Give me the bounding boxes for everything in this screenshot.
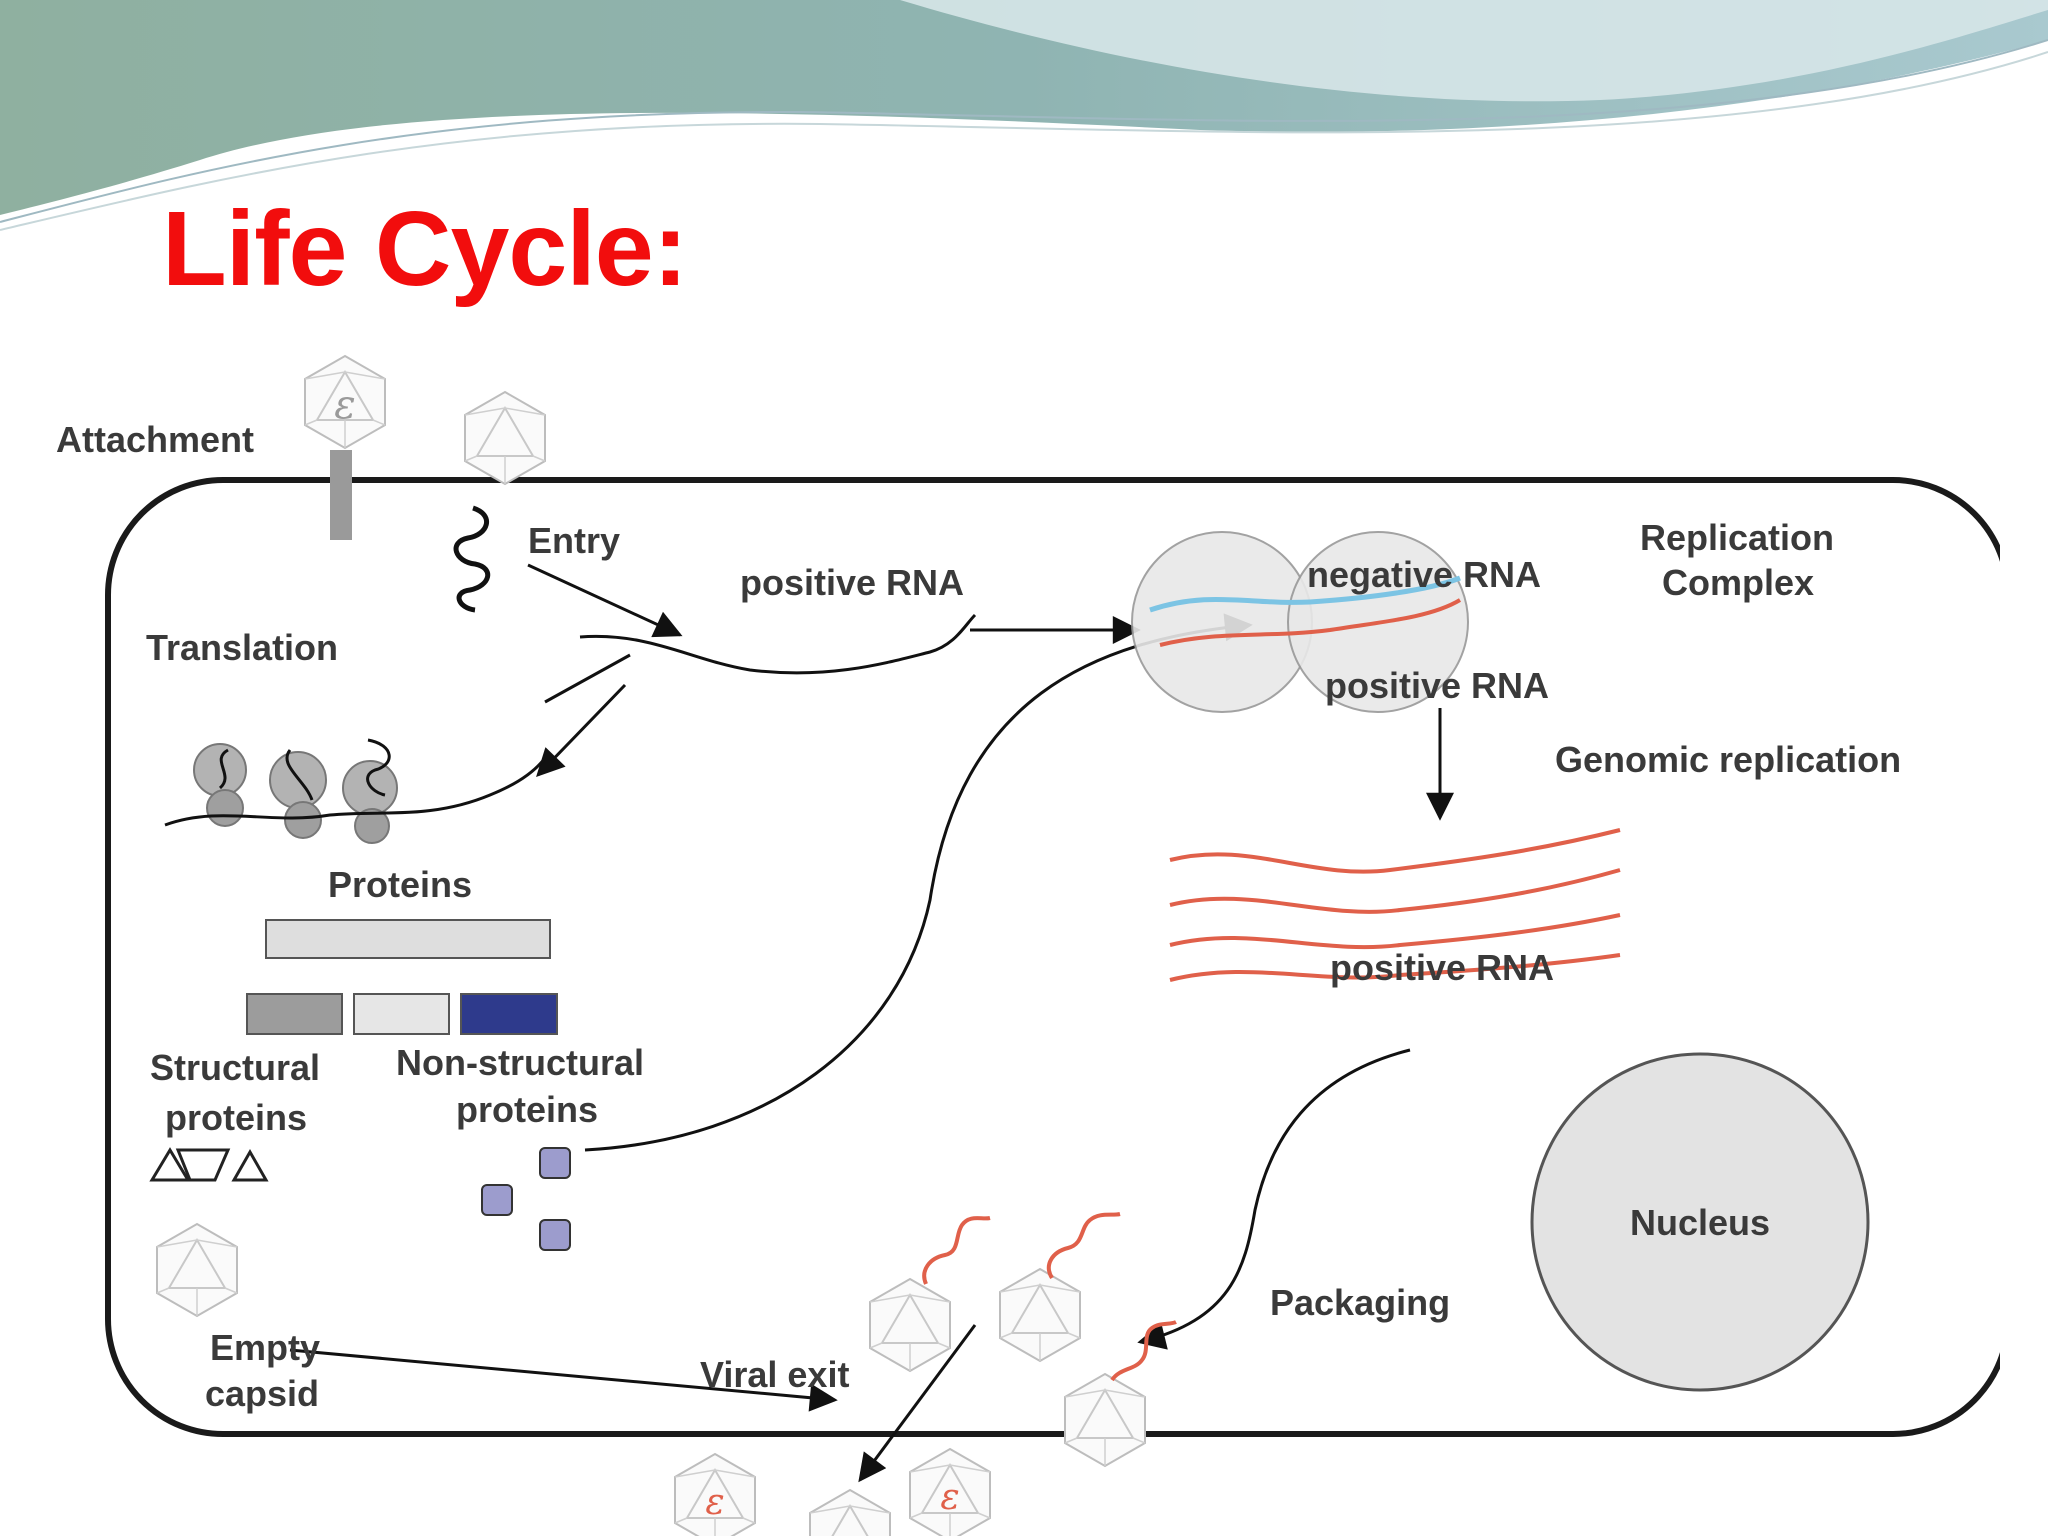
label-structural-line1: Structural (150, 1047, 320, 1088)
positive-rna-strand (579, 613, 977, 675)
label-viral-exit: Viral exit (700, 1354, 849, 1395)
nonstructural-protein-bar-1 (353, 993, 450, 1035)
label-attachment: Attachment (56, 419, 254, 460)
genome-strand-3 (1169, 913, 1621, 950)
packaging-virion-2 (999, 1268, 1081, 1362)
exiting-virion-1: ε (674, 1453, 756, 1536)
viral-life-cycle-diagram: ε (56, 355, 2000, 1536)
label-genomic-replication: Genomic replication (1555, 739, 1901, 780)
label-empty: Empty (210, 1327, 320, 1368)
ribosome-3 (342, 738, 398, 844)
nonstructural-protein-square-3 (539, 1219, 571, 1251)
nucleus (1530, 1052, 1870, 1392)
slide-title: Life Cycle: (162, 190, 688, 308)
complex-positive-rna-strand (1159, 598, 1462, 647)
negative-rna-strand (1149, 575, 1461, 613)
empty-capsid (156, 1223, 238, 1317)
entry-squiggle (453, 505, 490, 613)
polyprotein-bar (265, 919, 551, 959)
diagram-panel: ε (50, 340, 2000, 1536)
packaging-rna-1 (922, 1216, 991, 1285)
genome-strand-4 (1169, 953, 1621, 982)
exiting-virion-2 (809, 1489, 891, 1536)
entry-arrow (527, 563, 683, 638)
label-positive-rna-mid: positive RNA (1330, 947, 1554, 988)
label-positive-rna-top: positive RNA (740, 562, 964, 603)
nonstructural-protein-bar-2 (460, 993, 558, 1035)
label-translation: Translation (146, 627, 338, 668)
label-nucleus: Nucleus (1630, 1202, 1770, 1243)
attaching-virion: ε (304, 355, 386, 449)
label-proteins: Proteins (328, 864, 472, 905)
cell-membrane (105, 477, 2000, 1437)
label-negative-rna: negative RNA (1307, 554, 1541, 595)
exiting-virion-3: ε (909, 1448, 991, 1536)
genome-strand-2 (1169, 868, 1621, 914)
replication-complex (1131, 531, 1469, 713)
label-replication: Replication (1640, 517, 1834, 558)
packaging-rna-2 (1046, 1212, 1121, 1280)
attaching-virion-glyph: ε (334, 382, 355, 428)
label-positive-rna-complex: positive RNA (1325, 665, 1549, 706)
translation-arrow (536, 683, 627, 778)
label-packaging: Packaging (1270, 1282, 1450, 1323)
nonstructural-protein-square-2 (481, 1184, 513, 1216)
nonstructural-protein-square-1 (539, 1147, 571, 1179)
label-structural-line2: proteins (165, 1097, 307, 1138)
packaging-virion-3 (1064, 1373, 1146, 1467)
ribosome-1 (193, 743, 247, 827)
label-entry: Entry (528, 520, 620, 561)
packaging-arrow (1137, 1048, 1411, 1350)
structural-protein-bar (246, 993, 343, 1035)
viral-exit-arrow (858, 1324, 977, 1483)
packaging-rna-3 (1110, 1320, 1177, 1382)
exiting-virion-3-glyph: ε (940, 1477, 959, 1518)
structural-trapezoid (175, 1148, 231, 1182)
empty-capsid-arrow (289, 1348, 838, 1412)
receptor (330, 450, 352, 540)
label-nonstructural-line2: proteins (456, 1089, 598, 1130)
slide-header-banner (0, 0, 2048, 231)
label-complex: Complex (1662, 562, 1814, 603)
exiting-virion-1-glyph: ε (705, 1482, 724, 1523)
ribosome-2 (269, 749, 327, 839)
genome-strand-1 (1169, 828, 1621, 874)
packaging-virion-1 (869, 1278, 951, 1372)
translation-line-1 (544, 653, 631, 704)
structural-triangle-1 (149, 1147, 191, 1182)
label-capsid: capsid (205, 1373, 319, 1414)
label-nonstructural-line1: Non-structural (396, 1042, 644, 1083)
entering-virion (464, 391, 546, 485)
nonstructural-to-complex-arrow (584, 613, 1253, 1152)
mrna-strand (164, 757, 547, 827)
structural-triangle-2 (231, 1148, 269, 1182)
